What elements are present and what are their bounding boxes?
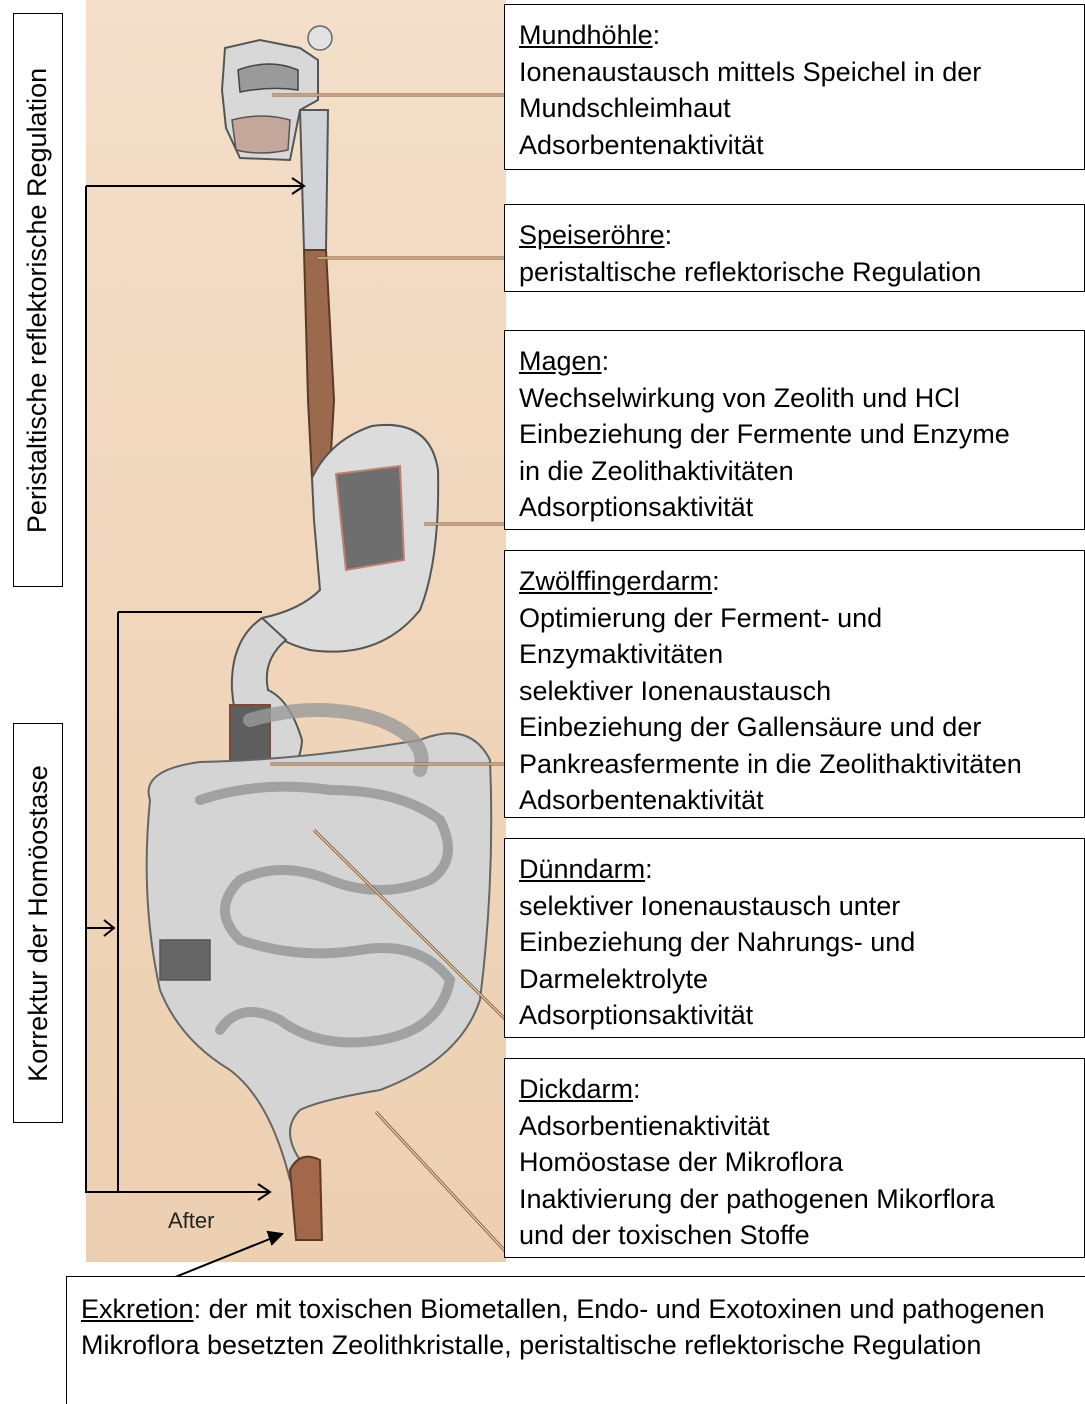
box-line: Wechselwirkung von Zeolith und HCl bbox=[519, 380, 1084, 417]
box-title: Dickdarm bbox=[519, 1074, 633, 1104]
box-line: Darmelektrolyte bbox=[519, 961, 1084, 998]
after-label: After bbox=[168, 1208, 214, 1234]
box-title: Magen bbox=[519, 346, 602, 376]
box-line: peristaltische reflektorische Regulation bbox=[519, 254, 1084, 291]
peristaltic-regulation-text: Peristaltische reflektorische Regulation bbox=[23, 67, 54, 532]
box-line: Inaktivierung der pathogenen Mikorflora bbox=[519, 1181, 1084, 1218]
esophagus-illustration bbox=[300, 110, 334, 478]
exkretion-box: Exkretion: der mit toxischen Biometallen… bbox=[66, 1276, 1085, 1404]
exkretion-title: Exkretion bbox=[81, 1294, 194, 1324]
box-line: Pankreasfermente in die Zeolithaktivität… bbox=[519, 746, 1084, 783]
box-line: Einbeziehung der Fermente und Enzyme bbox=[519, 416, 1084, 453]
box-mundhoehle: Mundhöhle: Ionenaustausch mittels Speich… bbox=[504, 4, 1085, 170]
box-line: Adsorbentenaktivität bbox=[519, 782, 1084, 819]
box-line: selektiver Ionenaustausch unter bbox=[519, 888, 1084, 925]
box-line: Enzymaktivitäten bbox=[519, 636, 1084, 673]
box-line: Adsorptionsaktivität bbox=[519, 997, 1084, 1034]
box-title: Mundhöhle bbox=[519, 20, 653, 50]
box-line: Einbeziehung der Gallensäure und der bbox=[519, 709, 1084, 746]
box-line: Einbeziehung der Nahrungs- und bbox=[519, 924, 1084, 961]
box-line: Mundschleimhaut bbox=[519, 90, 1084, 127]
homeostasis-text: Korrektur der Homöostase bbox=[23, 765, 54, 1082]
box-line: selektiver Ionenaustausch bbox=[519, 673, 1084, 710]
exkretion-text: : der mit toxischen Biometallen, Endo- u… bbox=[81, 1294, 1045, 1360]
box-title: Zwölffingerdarm bbox=[519, 566, 712, 596]
peristaltic-regulation-label: Peristaltische reflektorische Regulation bbox=[13, 13, 63, 587]
box-zwoelffingerdarm: Zwölffingerdarm: Optimierung der Ferment… bbox=[504, 550, 1085, 818]
box-line: Adsorbentienaktivität bbox=[519, 1108, 1084, 1145]
box-magen: Magen: Wechselwirkung von Zeolith und HC… bbox=[504, 330, 1085, 530]
box-line: Adsorbentenaktivität bbox=[519, 127, 1084, 164]
intestines-illustration bbox=[147, 710, 492, 1240]
box-speiseroehre: Speiseröhre: peristaltische reflektorisc… bbox=[504, 204, 1085, 292]
box-dickdarm: Dickdarm: Adsorbentienaktivität Homöosta… bbox=[504, 1058, 1085, 1258]
box-line: und der toxischen Stoffe bbox=[519, 1217, 1084, 1254]
box-line: in die Zeolithaktivitäten bbox=[519, 453, 1084, 490]
box-duenndarm: Dünndarm: selektiver Ionenaustausch unte… bbox=[504, 838, 1085, 1038]
box-line: Homöostase der Mikroflora bbox=[519, 1144, 1084, 1181]
box-title: Speiseröhre bbox=[519, 220, 665, 250]
stomach-illustration bbox=[262, 425, 438, 652]
box-title: Dünndarm bbox=[519, 854, 645, 884]
box-line: Ionenaustausch mittels Speichel in der bbox=[519, 54, 1084, 91]
homeostasis-label: Korrektur der Homöostase bbox=[13, 723, 63, 1123]
box-line: Adsorptionsaktivität bbox=[519, 489, 1084, 526]
box-line: Optimierung der Ferment- und bbox=[519, 600, 1084, 637]
